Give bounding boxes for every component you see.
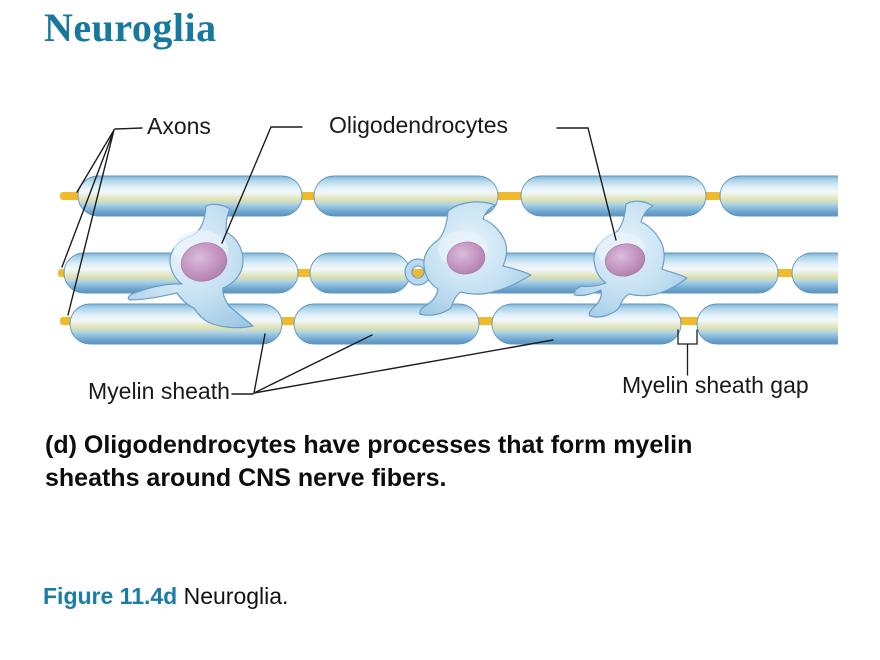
label-myelin-sheath: Myelin sheath xyxy=(88,378,230,404)
myelin-sheath-leaders xyxy=(231,333,554,395)
myelin-segment xyxy=(293,303,480,345)
oligodendrocyte-2 xyxy=(404,201,532,316)
label-oligodendrocytes: Oligodendrocytes xyxy=(329,112,508,138)
oligodendrocyte-1 xyxy=(127,203,254,329)
axons-leaders xyxy=(61,127,143,316)
label-axons: Axons xyxy=(147,113,211,139)
figure-number: Figure 11.4d xyxy=(43,583,178,609)
panel-caption: (d) Oligodendrocytes have processes that… xyxy=(45,431,693,492)
oligodendrocyte-3 xyxy=(573,200,688,318)
myelin-segment xyxy=(696,303,838,345)
myelin-sheath-segments xyxy=(63,175,838,345)
oligodendrocytes-leaders xyxy=(221,126,617,244)
label-myelin-sheath-gap: Myelin sheath gap xyxy=(622,372,809,398)
myelin-sheath-gap-bracket xyxy=(677,329,698,376)
nucleus xyxy=(604,243,646,277)
myelin-segment xyxy=(719,175,838,217)
leader-lines xyxy=(61,126,698,395)
oligodendrocytes-group xyxy=(127,200,688,329)
myelin-segment xyxy=(77,175,303,217)
myelin-segment xyxy=(791,252,838,294)
myelin-segment xyxy=(309,252,411,294)
myelin-segment xyxy=(313,175,499,217)
figure-title: Neuroglia. xyxy=(177,583,289,609)
page-title: Neuroglia xyxy=(44,5,217,50)
myelin-segment xyxy=(520,175,707,217)
figure-caption: Figure 11.4d Neuroglia. xyxy=(43,583,288,610)
myelin-segment xyxy=(491,303,682,345)
nucleus xyxy=(446,241,486,275)
nucleus xyxy=(180,242,228,282)
